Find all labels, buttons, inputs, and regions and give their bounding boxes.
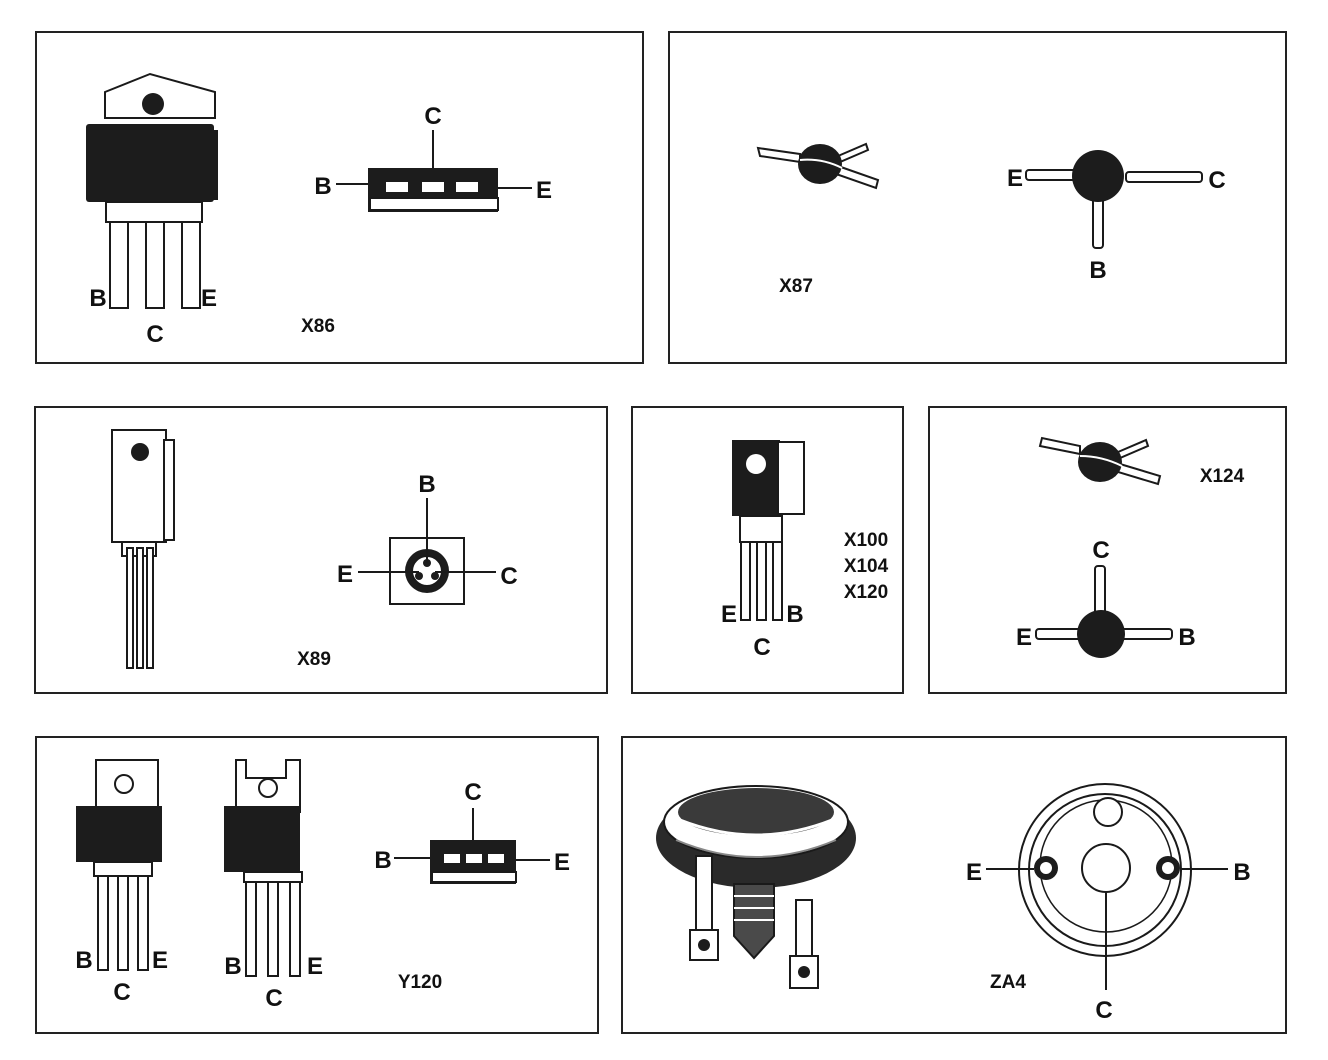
panel-x86-frame (35, 31, 644, 364)
x100-pin-b-label: B (786, 601, 803, 628)
x86-pin-c-label: C (146, 321, 163, 348)
x86-footprint-c-label: C (424, 103, 441, 130)
x100-pin-e-label: E (721, 601, 737, 628)
x87-pin-b-label: B (1089, 257, 1106, 284)
x124-pin-c-label: C (1092, 537, 1109, 564)
x89-code-label: X89 (297, 649, 331, 670)
x104-code-label: X104 (844, 556, 889, 577)
za4-pinout-drawing (986, 783, 1228, 990)
za4-pin-e-label: E (966, 859, 982, 886)
za4-pin-c-label: C (1095, 997, 1112, 1024)
za4-package-drawing (656, 785, 856, 989)
y120-footprint-drawing (394, 808, 550, 884)
y120-pkg2-pin-c-label: C (265, 985, 282, 1012)
y120-pkg1-pin-c-label: C (113, 979, 130, 1006)
x124-pinout-drawing (1035, 565, 1173, 658)
x100-package-drawing (732, 440, 805, 621)
panel-x124: X124 C E B (928, 406, 1287, 694)
x124-pin-e-label: E (1016, 624, 1032, 651)
x87-pin-c-label: C (1208, 167, 1225, 194)
x89-pin-c-label: C (500, 563, 517, 590)
za4-pin-b-label: B (1233, 859, 1250, 886)
x89-pinout-drawing (358, 498, 496, 605)
x100-code-label: X100 (844, 530, 888, 551)
x86-package-drawing (86, 72, 218, 309)
za4-code-label: ZA4 (990, 972, 1026, 993)
panel-x89: B E C X89 (34, 406, 608, 694)
panel-x87: E C B X87 (668, 31, 1287, 364)
x87-pinout-drawing (1025, 150, 1203, 249)
y120-pkg2-pin-b-label: B (224, 953, 241, 980)
panel-x89-frame (34, 406, 608, 694)
x89-pin-e-label: E (337, 561, 353, 588)
panel-za4-frame (621, 736, 1287, 1034)
panel-y120-frame (35, 736, 599, 1034)
y120-pkg1-pin-e-label: E (152, 947, 168, 974)
y120-package-1-drawing (76, 759, 162, 971)
x124-pin-b-label: B (1178, 624, 1195, 651)
y120-pkg2-pin-e-label: E (307, 953, 323, 980)
x86-footprint-b-label: B (314, 173, 331, 200)
x87-code-label: X87 (779, 276, 813, 297)
x89-package-drawing (111, 429, 175, 669)
y120-footprint-c-label: C (464, 779, 481, 806)
x87-package-drawing (756, 142, 880, 190)
panel-x86: B C E C B E X86 (35, 31, 644, 364)
y120-footprint-b-label: B (374, 847, 391, 874)
panel-za4: E B C ZA4 (621, 736, 1287, 1034)
x124-package-drawing (1038, 436, 1162, 486)
y120-package-2-drawing (224, 759, 303, 977)
x124-code-label: X124 (1200, 466, 1245, 487)
panel-x87-frame (668, 31, 1287, 364)
x86-footprint-e-label: E (536, 177, 552, 204)
x86-code-label: X86 (301, 316, 335, 337)
panel-x100: E B C X100 X104 X120 (631, 406, 904, 694)
x100-pin-c-label: C (753, 634, 770, 661)
panel-x124-frame (928, 406, 1287, 694)
x89-pin-b-label: B (418, 471, 435, 498)
x120-code-label: X120 (844, 582, 888, 603)
y120-footprint-e-label: E (554, 849, 570, 876)
panel-x100-frame (631, 406, 904, 694)
x86-pin-e-label: E (201, 285, 217, 312)
y120-pkg1-pin-b-label: B (75, 947, 92, 974)
x86-footprint-drawing (336, 130, 532, 212)
x86-pin-b-label: B (89, 285, 106, 312)
y120-code-label: Y120 (398, 972, 442, 993)
x87-pin-e-label: E (1007, 165, 1023, 192)
panel-y120: B C E B C E C B E Y120 (35, 736, 599, 1034)
